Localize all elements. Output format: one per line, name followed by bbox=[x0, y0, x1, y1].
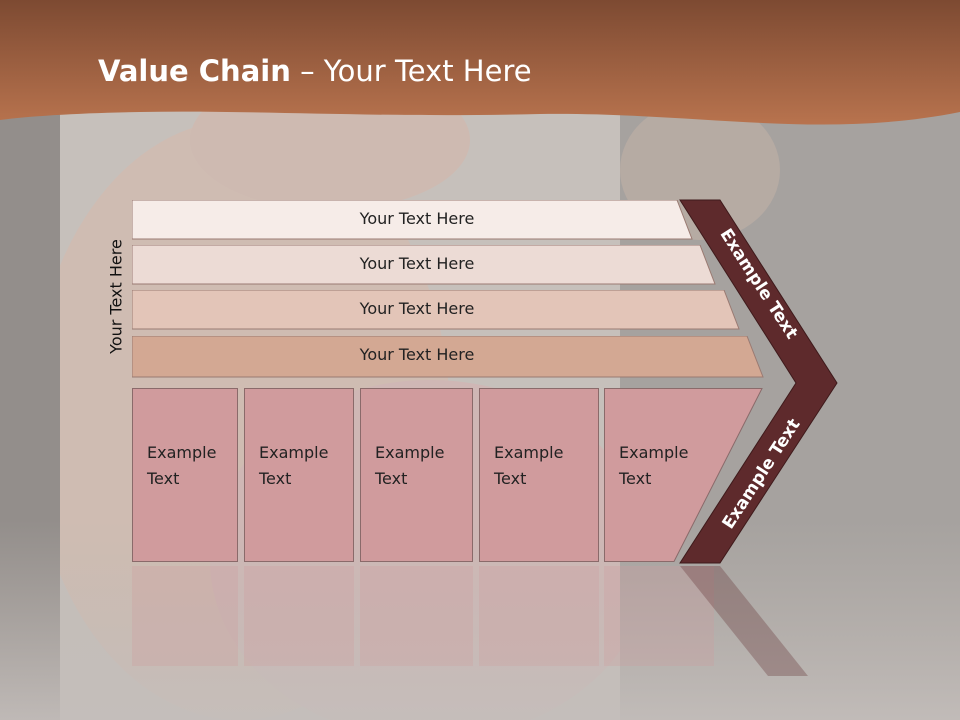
chevron-reflection bbox=[680, 566, 808, 676]
margin-chevron bbox=[679, 199, 838, 564]
reflection: Example Text bbox=[244, 566, 354, 666]
primary-activity-5: Example Text bbox=[604, 388, 764, 562]
primary-activity-label: Example Text bbox=[259, 443, 329, 488]
page-title: Value Chain – Your Text Here bbox=[98, 54, 532, 88]
reflection: Example Text bbox=[360, 566, 473, 666]
side-label: Your Text Here bbox=[106, 239, 126, 354]
support-bar-label: Your Text Here bbox=[359, 345, 475, 364]
reflection: Example Text bbox=[604, 566, 714, 666]
primary-activity-4: Example Text bbox=[479, 388, 599, 562]
primary-activity-label: Example Text bbox=[375, 443, 445, 488]
support-bar-label: Your Text Here bbox=[359, 209, 475, 228]
reflection: Example Text bbox=[132, 566, 238, 666]
reflection: Example Text bbox=[479, 566, 599, 666]
support-bar-label: Your Text Here bbox=[359, 254, 475, 273]
support-bar-label: Your Text Here bbox=[359, 299, 475, 318]
primary-activity-1: Example Text bbox=[132, 388, 238, 562]
primary-activity-2: Example Text bbox=[244, 388, 354, 562]
primary-activity-3: Example Text bbox=[360, 388, 473, 562]
primary-activity-label: Example Text bbox=[619, 443, 689, 488]
primary-activity-label: Example Text bbox=[494, 443, 564, 488]
primary-activity-label: Example Text bbox=[147, 443, 217, 488]
